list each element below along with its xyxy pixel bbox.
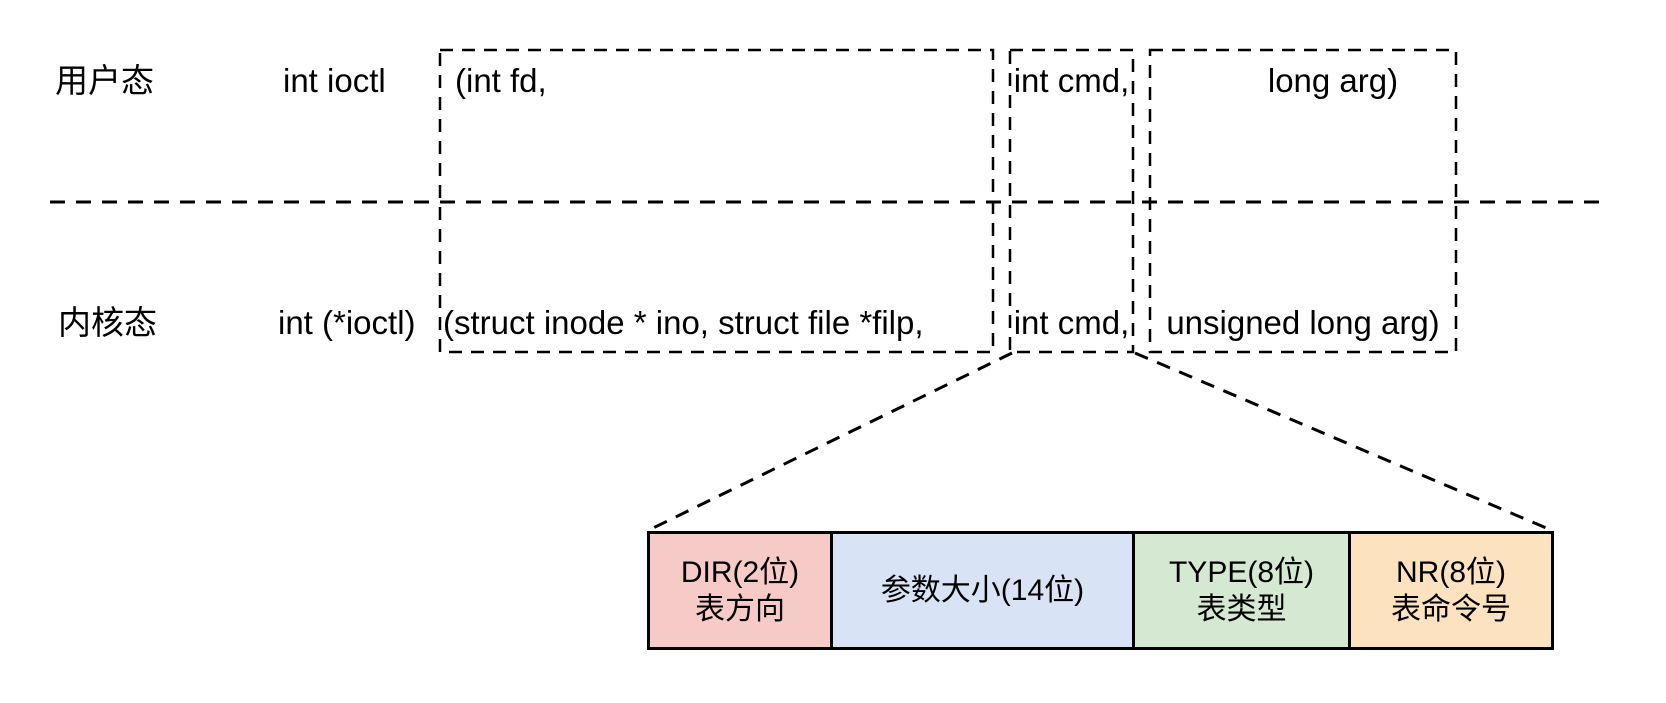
- kernel-param-fd: (struct inode * ino, struct file *filp,: [443, 304, 924, 341]
- cmd-field-nr-subtitle: 表命令号: [1391, 592, 1511, 626]
- cmd-callout-line-right: [1134, 351, 1552, 532]
- dashed-box-cmd-param: [1008, 48, 1135, 354]
- cmd-field-dir-subtitle: 表方向: [695, 592, 785, 626]
- cmd-field-dir-title: DIR(2位): [680, 555, 800, 589]
- cmd-field-size-title: 参数大小(14位): [880, 574, 1085, 607]
- user-func-name: int ioctl: [283, 62, 386, 99]
- kernel-param-arg: unsigned long arg): [1166, 304, 1440, 341]
- cmd-field-size: 参数大小(14位): [833, 534, 1135, 647]
- cmd-callout-line-left: [648, 351, 1013, 532]
- kernel-mode-label: 内核态: [58, 304, 157, 341]
- kernel-func-name: int (*ioctl): [278, 304, 416, 341]
- cmd-field-nr-title: NR(8位): [1396, 555, 1506, 589]
- cmd-field-nr: NR(8位) 表命令号: [1351, 534, 1551, 647]
- cmd-field-type-title: TYPE(8位): [1168, 555, 1315, 589]
- user-mode-label: 用户态: [55, 62, 154, 99]
- user-param-fd: (int fd,: [455, 62, 547, 99]
- kernel-param-cmd: int cmd,: [1013, 304, 1130, 341]
- cmd-field-type-subtitle: 表类型: [1196, 592, 1287, 626]
- cmd-field-type: TYPE(8位) 表类型: [1135, 534, 1351, 647]
- user-param-cmd: int cmd,: [1013, 62, 1130, 99]
- cmd-field-dir: DIR(2位) 表方向: [650, 534, 833, 647]
- cmd-bitfield-table: DIR(2位) 表方向 参数大小(14位) TYPE(8位) 表类型 NR(8位…: [647, 531, 1554, 650]
- user-param-arg: long arg): [1267, 62, 1399, 99]
